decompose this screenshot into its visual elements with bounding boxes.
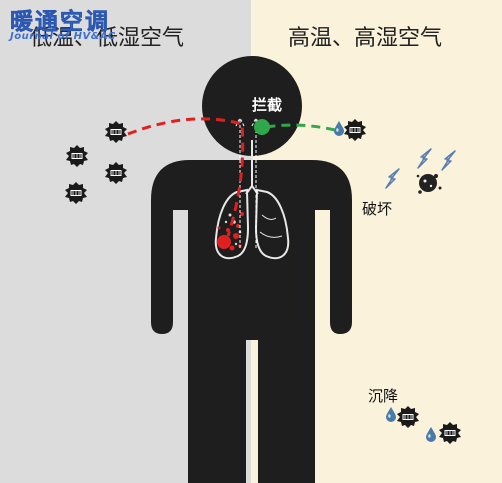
block-label: 拦截 — [252, 96, 283, 114]
block-point — [254, 119, 270, 135]
left-panel-title: 低温、低湿空气 — [30, 26, 185, 51]
blocked-path — [265, 123, 336, 132]
settle-label: 沉降 — [368, 387, 399, 405]
logo-chinese: 暖通空调 — [10, 9, 110, 36]
destroy-label: 破坏 — [362, 200, 393, 218]
lungs-icon — [214, 140, 290, 260]
journal-logo: 暖通空调 Journal of HV&AC — [10, 2, 116, 42]
human-silhouette-icon — [151, 56, 352, 483]
right-panel-title: 高温、高湿空气 — [288, 26, 443, 51]
infection-path — [127, 117, 245, 237]
destroyed-virus-icon — [416, 174, 442, 194]
logo-english: Journal of HV&AC — [10, 31, 116, 42]
